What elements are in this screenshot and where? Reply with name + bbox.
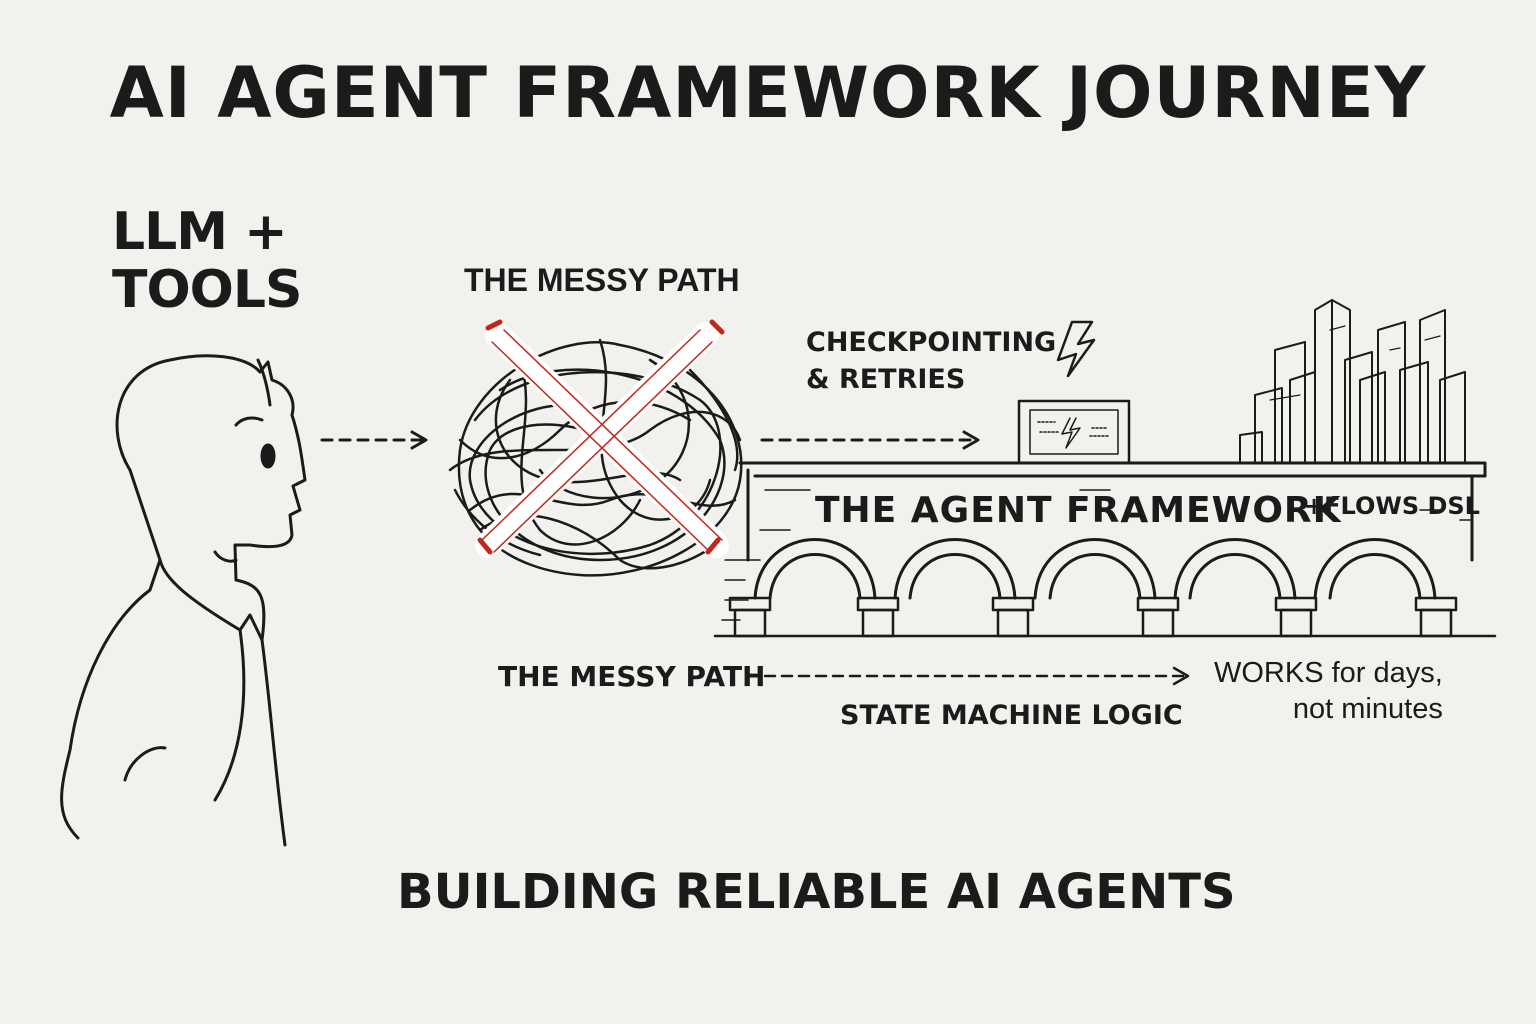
checkpointing-label: CHECKPOINTING & RETRIES [806, 324, 1056, 398]
monitor-icon [1017, 399, 1131, 465]
works-line1: WORKS for days, [1214, 657, 1443, 689]
dashed-arrow-1 [320, 430, 428, 450]
lightning-bolt-icon [1056, 320, 1096, 378]
red-cross-mark [475, 319, 729, 558]
person-figure [60, 354, 307, 847]
works-label: WORKS for days, not minutes [1214, 655, 1443, 727]
llm-tools-line2: TOOLS [112, 260, 302, 320]
messy-path-bottom-label: THE MESSY PATH [498, 660, 766, 693]
checkpointing-line2: & RETRIES [806, 364, 966, 395]
state-machine-label: STATE MACHINE LOGIC [840, 700, 1183, 731]
flows-dsl-label: +FLOWS DSL [1304, 492, 1480, 520]
bridge-structure [713, 461, 1497, 638]
bridge-label: THE AGENT FRAMEWORK [815, 490, 1342, 531]
llm-tools-label: LLM + TOOLS [112, 202, 302, 320]
bridge-arches [753, 538, 1437, 600]
city-skyline [1239, 299, 1466, 464]
llm-tools-line1: LLM + [112, 202, 288, 262]
checkpointing-line1: CHECKPOINTING [806, 327, 1057, 358]
dashed-arrow-3 [763, 666, 1190, 686]
works-line2: not minutes [1292, 693, 1443, 725]
subtitle: BUILDING RELIABLE AI AGENTS [397, 864, 1236, 920]
messy-path-top-label: THE MESSY PATH [464, 262, 740, 298]
bridge-pillars [728, 596, 1458, 638]
page-title: AI AGENT FRAMEWORK JOURNEY [109, 52, 1427, 134]
dashed-arrow-2 [760, 430, 980, 450]
